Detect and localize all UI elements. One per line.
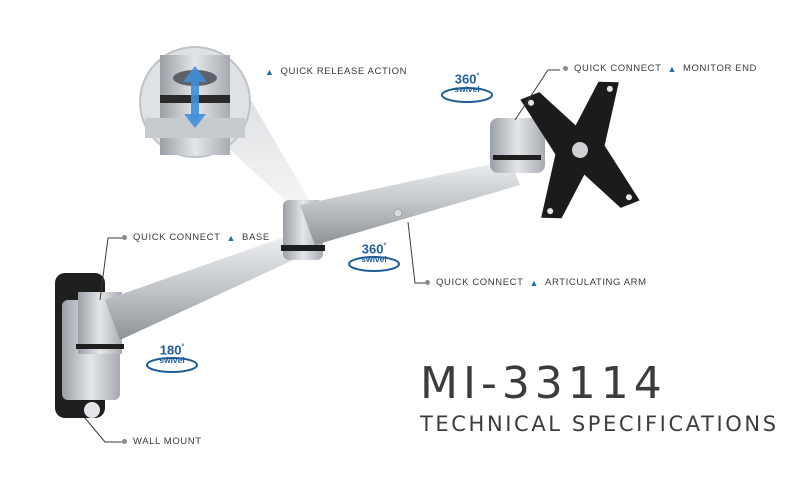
bullet-dot-icon — [425, 280, 430, 285]
bullet-dot-icon — [563, 66, 568, 71]
leader-lines — [84, 69, 560, 443]
swivel-label-middle: 360° swivel — [361, 241, 387, 265]
triangle-up-icon: ▲ — [226, 232, 237, 243]
triangle-up-icon: ▲ — [265, 66, 275, 77]
callout-articulating-arm: QUICK CONNECT ▲ ARTICULATING ARM — [425, 277, 647, 288]
swivel-label-top: 360° swivel — [454, 71, 480, 95]
callout-base: QUICK CONNECT ▲ BASE — [122, 232, 270, 243]
vesa-plate — [520, 81, 640, 219]
triangle-up-icon: ▲ — [529, 277, 540, 288]
callout-wall-mount: WALL MOUNT — [122, 436, 202, 447]
swivel-arrow-icon — [146, 87, 493, 373]
lower-arm — [105, 235, 315, 340]
callout-monitor-end: QUICK CONNECT ▲ MONITOR END — [563, 63, 757, 74]
triangle-up-icon: ▲ — [667, 63, 678, 74]
model-title: MI-33114 — [420, 358, 667, 409]
upper-arm — [300, 160, 520, 245]
swivel-label-base: 180° swivel — [159, 342, 185, 366]
release-arrow-icon — [183, 66, 207, 118]
bullet-dot-icon — [122, 235, 127, 240]
monitor-joint — [490, 118, 545, 173]
specs-subtitle: TECHNICAL SPECIFICATIONS — [420, 412, 779, 436]
callout-quick-release: ▲ QUICK RELEASE ACTION — [265, 66, 408, 77]
bullet-dot-icon — [122, 439, 127, 444]
zoom-lens — [139, 46, 251, 158]
